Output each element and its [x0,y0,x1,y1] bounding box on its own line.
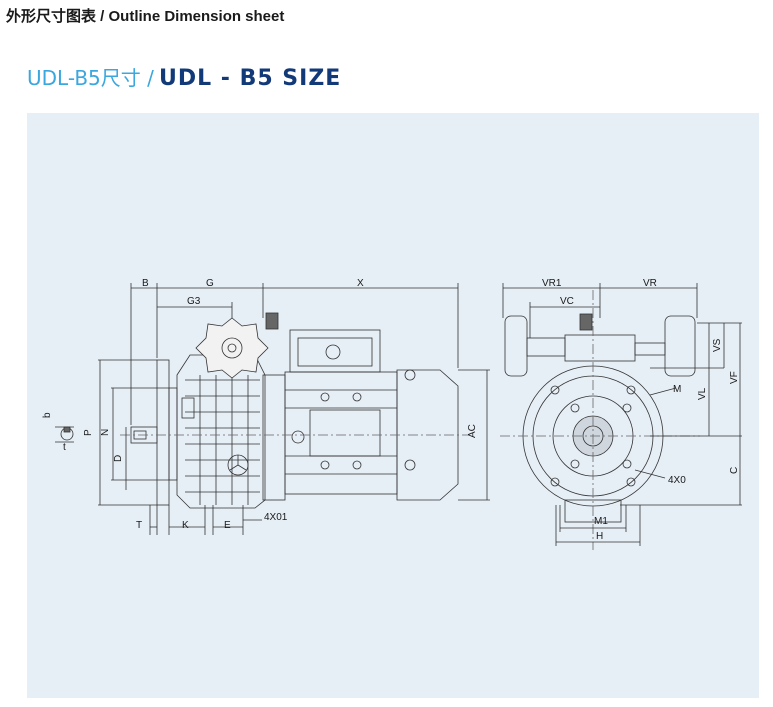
speed-knob [195,317,269,379]
label-D: D [113,455,124,462]
stud-pin [265,312,279,330]
gear-cap [181,397,195,419]
front-top-box [564,334,636,362]
label-4X0: 4X0 [668,475,686,486]
label-G3: G3 [187,296,201,307]
knob-hub [221,337,243,359]
size-heading-en: UDL - B5 SIZE [158,66,342,91]
side-view [55,283,490,535]
terminal-box [289,329,381,373]
bolt-hole-1 [570,403,580,413]
front-base [564,499,622,523]
label-VF: VF [729,371,740,384]
label-b: b [42,412,53,418]
label-H: H [596,531,603,542]
label-C: C [729,467,740,474]
label-M: M [673,384,681,395]
label-bolt-4X01: 4X01 [264,512,288,523]
label-N: N [100,429,111,436]
output-flange [156,359,170,506]
size-heading-cn: UDL-B5尺寸 / [27,66,154,90]
drawing-panel [27,113,759,698]
front-knob-right [664,315,696,377]
label-E: E [224,520,231,531]
label-VR1: VR1 [542,278,562,289]
label-t: t [63,442,66,453]
label-VS: VS [712,338,723,352]
label-VR: VR [643,278,657,289]
size-heading: UDL-B5尺寸 / UDL - B5 SIZE [27,62,341,91]
label-VL: VL [697,387,708,400]
label-T: T [136,520,142,531]
label-B: B [142,278,149,289]
fan-cover [396,369,459,501]
bolt-hole-2 [622,403,632,413]
bolt-hole-3 [570,459,580,469]
front-view [500,283,742,550]
page-heading: 外形尺寸图表 / Outline Dimension sheet [6,8,285,25]
cable-gland [325,344,341,360]
label-M1: M1 [594,516,608,527]
front-knob-left [504,315,528,377]
label-P: P [83,429,94,436]
label-AC: AC [467,424,478,438]
label-G: G [206,278,214,289]
label-VC: VC [560,296,574,307]
label-X: X [357,278,364,289]
gearbox-body [176,354,266,509]
bolt-hole-4 [622,459,632,469]
label-K: K [182,520,189,531]
